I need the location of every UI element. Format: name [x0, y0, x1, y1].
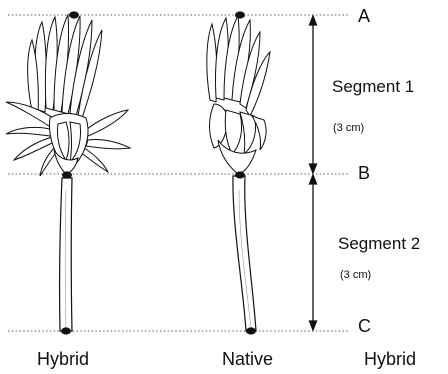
- hybrid-point-a-marker: [69, 11, 79, 18]
- native-point-a-marker: [235, 11, 245, 18]
- native-point-c-marker: [246, 327, 256, 334]
- segment-1-length: (3 cm): [333, 123, 364, 134]
- hybrid-dandelion-illustration: [6, 11, 130, 334]
- hybrid-point-b-marker: [62, 171, 72, 178]
- native-stem: [233, 176, 256, 331]
- native-caption: Native: [222, 350, 273, 368]
- hybrid-caption-right: Hybrid: [364, 350, 416, 368]
- point-c-label: C: [358, 317, 371, 335]
- segment-1-label: Segment 1: [332, 78, 414, 95]
- hybrid-caption-left: Hybrid: [37, 350, 89, 368]
- segment-1-arrow: [310, 16, 317, 173]
- hybrid-point-c-marker: [61, 327, 71, 334]
- point-a-label: A: [358, 7, 370, 25]
- segment-2-arrow: [310, 175, 317, 330]
- point-b-label: B: [358, 164, 370, 182]
- segment-2-length: (3 cm): [340, 270, 371, 281]
- native-dandelion-illustration: [207, 11, 270, 334]
- segment-2-label: Segment 2: [338, 235, 420, 252]
- native-point-b-marker: [235, 171, 245, 178]
